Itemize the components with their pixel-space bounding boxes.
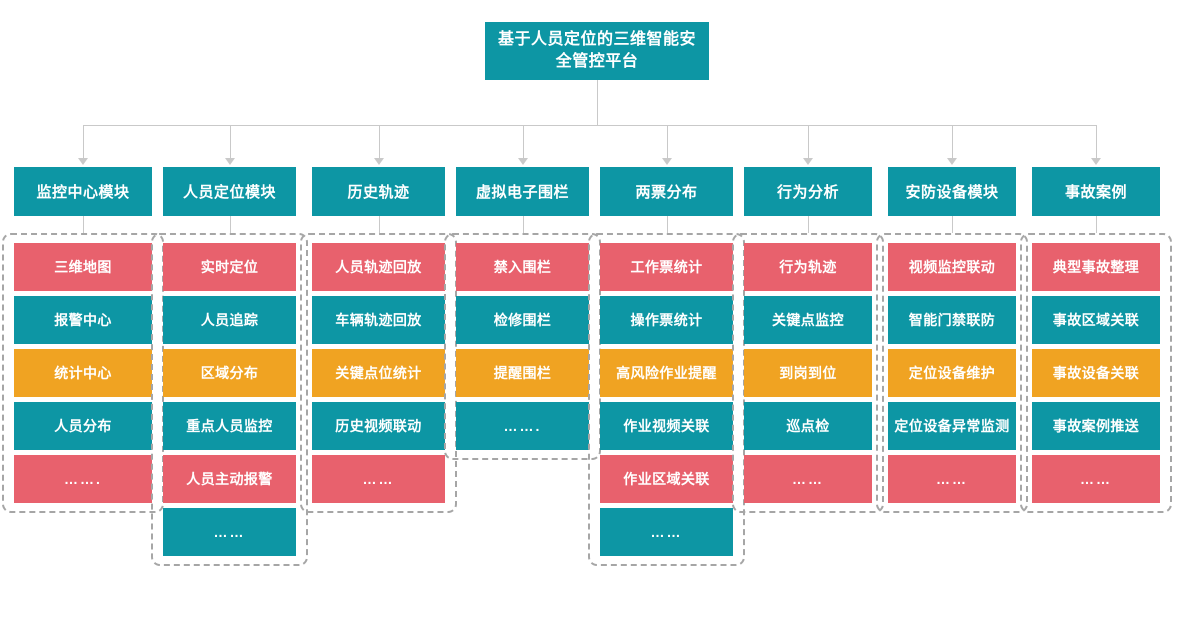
- module-item[interactable]: 视频监控联动: [888, 243, 1016, 291]
- connector-arrowhead: [947, 158, 957, 165]
- connector-arrowhead: [225, 158, 235, 165]
- module-header-3[interactable]: 历史轨迹: [312, 167, 445, 216]
- module-item[interactable]: 提醒围栏: [456, 349, 589, 397]
- connector-header-to-group: [1096, 216, 1097, 233]
- connector-arrowhead: [78, 158, 88, 165]
- connector-root-stem: [597, 80, 598, 125]
- connector-arrowhead: [803, 158, 813, 165]
- module-item[interactable]: 三维地图: [14, 243, 152, 291]
- module-item[interactable]: 区域分布: [163, 349, 296, 397]
- module-header-6[interactable]: 行为分析: [744, 167, 872, 216]
- module-item[interactable]: 关键点监控: [744, 296, 872, 344]
- module-item[interactable]: 行为轨迹: [744, 243, 872, 291]
- module-item[interactable]: ……: [744, 455, 872, 503]
- connector-bus-to-header: [83, 125, 84, 159]
- connector-header-to-group: [379, 216, 380, 233]
- module-item[interactable]: 实时定位: [163, 243, 296, 291]
- module-header-8[interactable]: 事故案例: [1032, 167, 1160, 216]
- module-item[interactable]: 报警中心: [14, 296, 152, 344]
- connector-bus-to-header: [379, 125, 380, 159]
- module-group-5: [588, 233, 745, 566]
- module-item[interactable]: 事故区域关联: [1032, 296, 1160, 344]
- module-group-4: [444, 233, 601, 460]
- module-group-8: [1020, 233, 1172, 513]
- module-item[interactable]: ……: [600, 508, 733, 556]
- connector-arrowhead: [662, 158, 672, 165]
- module-item[interactable]: 作业区域关联: [600, 455, 733, 503]
- connector-bus-to-header: [808, 125, 809, 159]
- connector-header-to-group: [667, 216, 668, 233]
- module-group-7: [876, 233, 1028, 513]
- module-header-2[interactable]: 人员定位模块: [163, 167, 296, 216]
- module-item[interactable]: ……: [888, 455, 1016, 503]
- module-item[interactable]: 关键点位统计: [312, 349, 445, 397]
- connector-header-to-group: [83, 216, 84, 233]
- module-item[interactable]: …….: [14, 455, 152, 503]
- connector-arrowhead: [518, 158, 528, 165]
- module-item[interactable]: 统计中心: [14, 349, 152, 397]
- connector-header-to-group: [952, 216, 953, 233]
- module-header-4[interactable]: 虚拟电子围栏: [456, 167, 589, 216]
- module-item[interactable]: 智能门禁联防: [888, 296, 1016, 344]
- module-item[interactable]: …….: [456, 402, 589, 450]
- connector-bus-to-header: [667, 125, 668, 159]
- module-item[interactable]: 事故设备关联: [1032, 349, 1160, 397]
- module-item[interactable]: ……: [312, 455, 445, 503]
- module-item[interactable]: 到岗到位: [744, 349, 872, 397]
- connector-bus-to-header: [230, 125, 231, 159]
- module-header-1[interactable]: 监控中心模块: [14, 167, 152, 216]
- connector-header-to-group: [523, 216, 524, 233]
- module-item[interactable]: 定位设备异常监测: [888, 402, 1016, 450]
- module-item[interactable]: 人员追踪: [163, 296, 296, 344]
- module-item[interactable]: 重点人员监控: [163, 402, 296, 450]
- module-item[interactable]: 作业视频关联: [600, 402, 733, 450]
- module-header-7[interactable]: 安防设备模块: [888, 167, 1016, 216]
- module-group-2: [151, 233, 308, 566]
- connector-bus-to-header: [1096, 125, 1097, 159]
- connector-bus-to-header: [523, 125, 524, 159]
- module-group-6: [732, 233, 884, 513]
- module-item[interactable]: 巡点检: [744, 402, 872, 450]
- module-item[interactable]: 定位设备维护: [888, 349, 1016, 397]
- connector-bus-to-header: [952, 125, 953, 159]
- module-item[interactable]: 禁入围栏: [456, 243, 589, 291]
- connector-header-to-group: [808, 216, 809, 233]
- module-item[interactable]: 人员轨迹回放: [312, 243, 445, 291]
- root-title-box: 基于人员定位的三维智能安全管控平台: [485, 22, 709, 80]
- module-item[interactable]: 人员分布: [14, 402, 152, 450]
- module-item[interactable]: 事故案例推送: [1032, 402, 1160, 450]
- connector-horizontal-bus: [83, 125, 1096, 126]
- module-item[interactable]: 高风险作业提醒: [600, 349, 733, 397]
- module-item[interactable]: 人员主动报警: [163, 455, 296, 503]
- module-header-5[interactable]: 两票分布: [600, 167, 733, 216]
- module-item[interactable]: 历史视频联动: [312, 402, 445, 450]
- module-item[interactable]: ……: [1032, 455, 1160, 503]
- connector-arrowhead: [1091, 158, 1101, 165]
- module-item[interactable]: 工作票统计: [600, 243, 733, 291]
- module-item[interactable]: 车辆轨迹回放: [312, 296, 445, 344]
- connector-arrowhead: [374, 158, 384, 165]
- module-item[interactable]: 操作票统计: [600, 296, 733, 344]
- module-item[interactable]: ……: [163, 508, 296, 556]
- connector-header-to-group: [230, 216, 231, 233]
- module-item[interactable]: 典型事故整理: [1032, 243, 1160, 291]
- module-item[interactable]: 检修围栏: [456, 296, 589, 344]
